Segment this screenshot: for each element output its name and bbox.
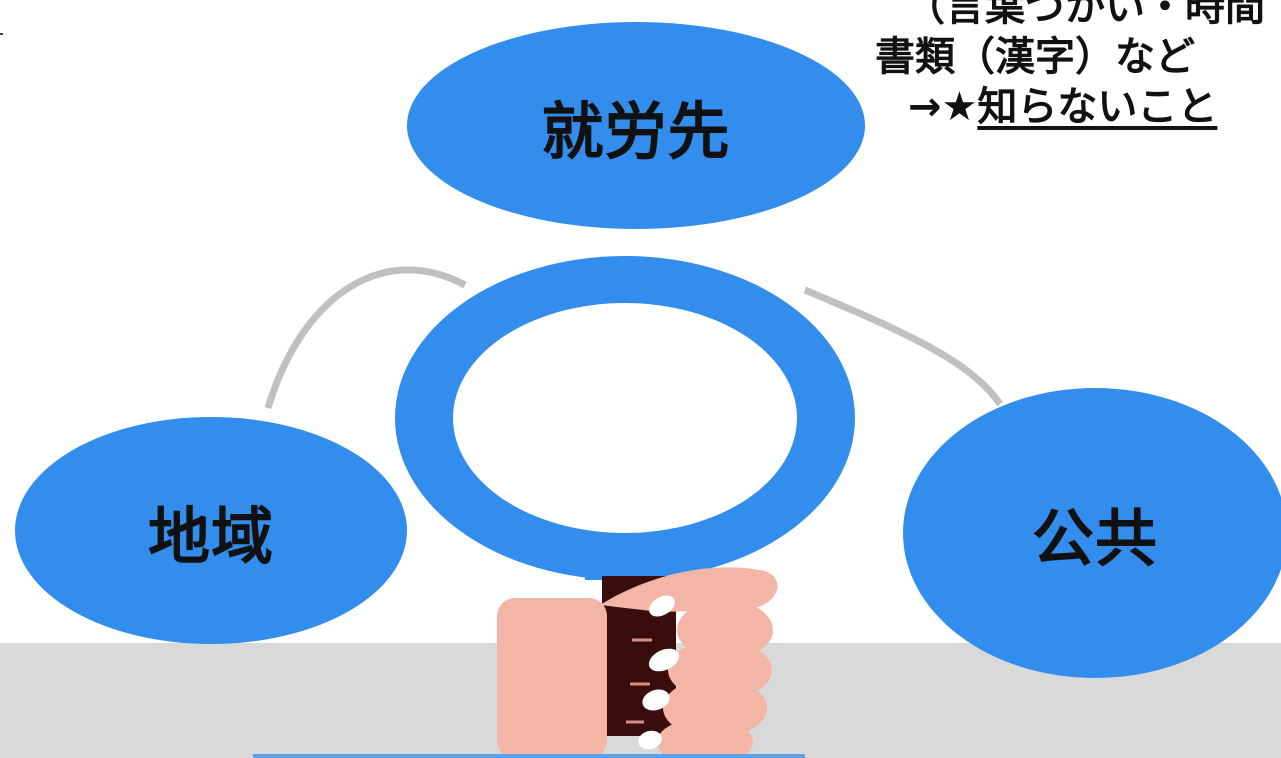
bottom-accent-strip — [253, 754, 805, 758]
connector-right — [803, 286, 1003, 406]
hand-icon — [497, 567, 778, 758]
magnifier-lens — [453, 303, 797, 533]
node-community: 地域 — [15, 417, 407, 644]
note-line-2: 書類（漢字）など — [875, 34, 1195, 80]
note-line-3-prefix: →★ — [908, 84, 978, 130]
callout-note: （言葉づかい・時間 書類（漢字）など →★知らないこと — [875, 0, 1265, 132]
connector-left — [264, 266, 467, 409]
note-line-3-emphasis: 知らないこと — [977, 84, 1218, 130]
magnifier-neck — [585, 555, 665, 580]
node-public: 公共 — [903, 388, 1281, 678]
note-line-3: →★知らないこと — [875, 82, 1265, 132]
node-community-label: 地域 — [147, 499, 274, 573]
corner-mark — [0, 33, 3, 35]
note-line-1: （言葉づかい・時間 — [905, 0, 1265, 30]
node-public-label: 公共 — [1031, 502, 1158, 575]
node-workplace: 就労先 — [407, 22, 865, 229]
node-workplace-label: 就労先 — [541, 94, 731, 168]
